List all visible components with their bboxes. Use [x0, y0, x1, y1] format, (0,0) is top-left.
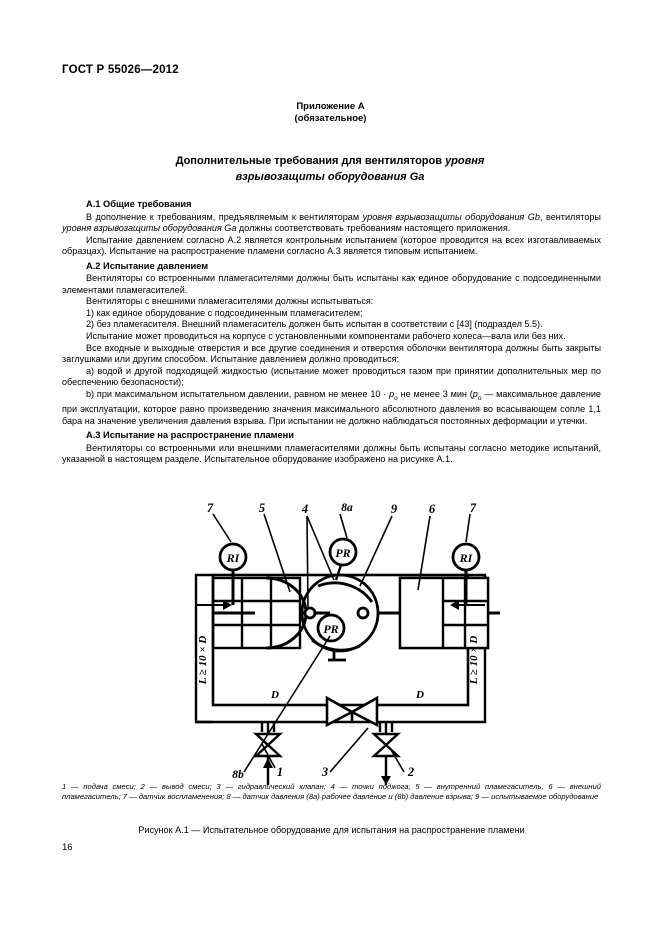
callout-7-left: 7 — [207, 501, 214, 515]
callout-2: 2 — [407, 765, 414, 779]
a2-b-3: — максимальное давление при эксплуатации… — [62, 388, 601, 426]
pressure-sensor-top-PR: PR — [328, 537, 358, 581]
a2-b-1: b) при максимальном испытательном давлен… — [86, 388, 390, 399]
section-heading-a1: А.1 Общие требования — [86, 199, 192, 209]
a1-p1-i1: уровня взрывозащиты оборудования Gb — [362, 211, 540, 222]
figure-a1: RI RI PR PR — [0, 500, 661, 785]
paragraph-a2-1: Вентиляторы со встроенными пламегасителя… — [62, 273, 601, 295]
section-heading-a3: А.3 Испытание на распространение пламени — [86, 430, 295, 441]
a2-b-p: p — [389, 388, 395, 399]
ignition-sensor-left-RI: RI — [218, 542, 248, 605]
pressure-sensor-bottom-PR: PR — [316, 613, 346, 643]
callout-leaders — [212, 513, 471, 773]
callout-7-right: 7 — [470, 501, 477, 515]
ignition-point-left — [303, 606, 317, 620]
dimension-left-label: L ≥ 10 × D — [197, 636, 209, 686]
list-item-a2-b: b) при максимальном испытательном давлен… — [62, 389, 601, 427]
list-item-a2-1: 1) как единое оборудование с подсоединен… — [86, 307, 363, 318]
a2-b-2: не менее 3 мин ( — [397, 388, 473, 399]
sensor-right-label: RI — [459, 551, 474, 565]
ignition-point-right — [356, 606, 370, 620]
paragraph-a2-3: Испытание может проводиться на корпусе с… — [86, 331, 566, 342]
a1-p1-i2: уровня взрывозащиты оборудования Ga — [62, 223, 237, 234]
paragraph-a2-4: Все входные и выходные отверстия и все д… — [62, 342, 601, 365]
a2-b-sub: o — [394, 394, 398, 402]
arrestor-left-box — [211, 576, 302, 650]
page-number: 16 — [62, 842, 73, 853]
fan-blade-lower — [311, 638, 361, 652]
list-item-a2-a: а) водой и другой подходящей жидкостью (… — [62, 365, 601, 388]
dimension-d-left: D — [270, 689, 279, 701]
annex-sublabel: (обязательное) — [294, 112, 367, 124]
figure-a1-drawing: RI RI PR PR — [194, 501, 500, 785]
a1-p1-c: должны соответствовать требованиям насто… — [236, 223, 511, 234]
sensor-bottom-label: PR — [323, 622, 338, 636]
ignition-sensor-right-RI: RI — [451, 542, 481, 605]
callout-8b: 8b — [232, 769, 244, 781]
a1-p1-b: , вентиляторы — [539, 211, 601, 222]
inlet-flow-arrow — [263, 758, 273, 785]
a2-b-p2: p — [472, 388, 478, 399]
flow-arrow-left — [196, 600, 232, 610]
list-item-a2-2: 2) без пламегасителя. Внешний пламегасит… — [86, 319, 543, 330]
dimension-d-right: D — [415, 689, 424, 701]
a2-b-sub2: o — [477, 394, 482, 402]
paragraph-a1-1: В дополнение к требованиям, предъявляемы… — [62, 212, 601, 235]
valve-inlet-1 — [252, 732, 284, 758]
figure-caption: Рисунок А.1 — Испытательное оборудование… — [138, 825, 525, 835]
page-title: Дополнительные требования для вентилятор… — [90, 153, 570, 185]
page-title-part1: Дополнительные требования для вентилятор… — [175, 155, 446, 167]
callout-4: 4 — [301, 502, 308, 516]
callout-8a: 8а — [341, 502, 353, 514]
callout-3: 3 — [321, 765, 328, 779]
callout-6: 6 — [429, 502, 436, 516]
paragraph-a3-1: Вентиляторы со встроенными или внешними … — [62, 442, 601, 465]
outlet-flow-arrow — [381, 758, 391, 785]
valve-outlet-2 — [370, 732, 402, 758]
figure-legend: 1 — подача смеси; 2 — вывод смеси; 3 — г… — [62, 782, 601, 802]
section-heading-a2: А.2 Испытание давлением — [86, 260, 209, 271]
sensor-top-label: PR — [335, 546, 350, 560]
standard-header: ГОСТ Р 55026—2012 — [62, 64, 179, 76]
fan-base-stand — [328, 651, 346, 662]
flow-arrow-right — [450, 600, 485, 610]
a1-p1-a: В дополнение к требованиям, предъявляемы… — [86, 211, 363, 222]
page-title-italic1: уровня — [445, 155, 485, 167]
dimension-right-label: L ≥ 10 × D — [468, 636, 480, 686]
paragraph-a2-2: Вентиляторы с внешними пламегасителями д… — [86, 296, 374, 307]
annex-block: Приложение А (обязательное) — [0, 101, 661, 124]
page-title-italic2: взрывозащиты оборудования Ga — [235, 171, 425, 183]
callout-5: 5 — [259, 501, 265, 515]
fan-blade-upper — [317, 581, 374, 603]
callout-9: 9 — [391, 502, 398, 516]
annex-label: Приложение А — [296, 101, 365, 112]
sensor-left-label: RI — [226, 551, 241, 565]
body-column: А.1 Общие требования В дополнение к треб… — [62, 196, 601, 466]
hydraulic-valve-3 — [325, 695, 379, 728]
callout-1: 1 — [277, 765, 283, 779]
paragraph-a1-2: Испытание давлением согласно А.2 являетс… — [62, 234, 601, 257]
